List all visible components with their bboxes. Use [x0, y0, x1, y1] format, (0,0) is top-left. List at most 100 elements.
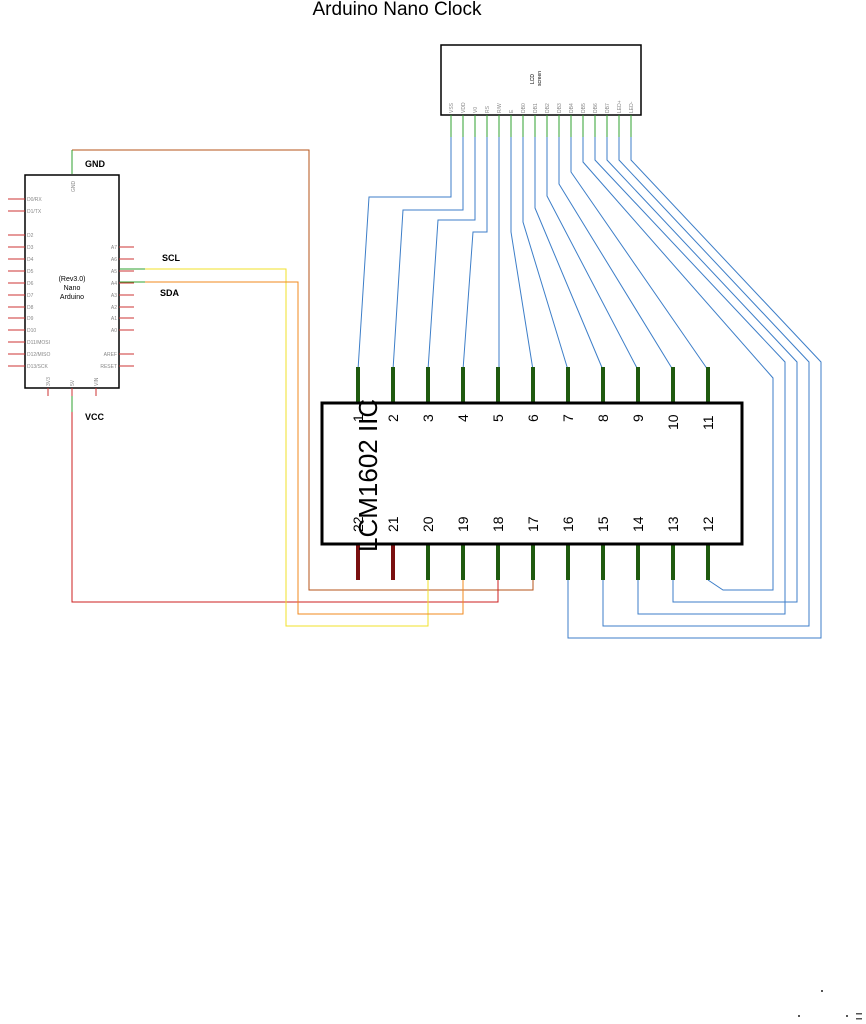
arduino-pin-label: A7 [111, 245, 117, 251]
chip-pin-number: 20 [420, 516, 436, 532]
chip-bottom-leads [356, 544, 710, 580]
arduino-pin-label: D5 [27, 269, 34, 275]
lcd-body [440, 44, 642, 116]
arduino-pin-label: D3 [27, 245, 34, 251]
chip-pin-number: 14 [630, 516, 646, 532]
gnd-net-label: GND [85, 159, 106, 169]
chip-pin-number: 8 [595, 414, 611, 422]
chip-pin-number: 7 [560, 414, 576, 422]
lcd-pin-label: DB5 [581, 103, 587, 113]
chip-name: LCM1602 IIC [353, 399, 383, 552]
stray-mark [846, 1015, 848, 1017]
arduino-pin-label: 5V [70, 379, 76, 386]
lcd-pin-label: LED+ [617, 100, 623, 113]
lcd-pin-label: LED- [629, 101, 635, 113]
lcd-pin-label: VSS [449, 102, 455, 113]
signal-wire [558, 137, 674, 371]
lcd-pin-label: V0 [473, 107, 479, 113]
chip-pin-number: 13 [665, 516, 681, 532]
chip-pin-number: 10 [665, 414, 681, 430]
vcc-net-label: VCC [85, 412, 105, 422]
chip-pin-number: 19 [455, 516, 471, 532]
arduino-pin-label: A1 [111, 316, 117, 322]
arduino-pin-label: D9 [27, 316, 34, 322]
signal-wire [602, 137, 810, 627]
arduino-pin-label: A5 [111, 269, 117, 275]
sda-wire [120, 281, 464, 615]
signal-wire [546, 137, 639, 371]
lcd-pin-label: DB3 [557, 103, 563, 113]
chip-pin-number: 4 [455, 414, 471, 422]
arduino-pin-label: RESET [100, 364, 117, 370]
chip-pin-number: 3 [420, 414, 436, 422]
signal-wire [606, 137, 798, 603]
arduino-pin-label: D8 [27, 305, 34, 311]
vcc-wire [71, 412, 499, 603]
lcd-pin-label: DB4 [569, 103, 575, 113]
signal-wire [570, 137, 709, 371]
chip-pin-number: 18 [490, 516, 506, 532]
lcd-pin-label: DB0 [521, 103, 527, 113]
arduino-pin-label: D11/MOSI [27, 340, 50, 346]
chip-body [320, 401, 744, 546]
scl-net-label: SCL [162, 253, 181, 263]
arduino-pin-label: A0 [111, 328, 117, 334]
stray-mark [856, 1018, 862, 1020]
signal-wire [534, 137, 604, 371]
arduino-label-line: Nano [64, 285, 81, 292]
arduino-pin-label: D10 [27, 328, 36, 334]
lcd-pin-label: DB2 [545, 103, 551, 113]
signal-wire [567, 137, 822, 639]
gnd-wire [72, 149, 534, 591]
arduino-nano: GND (Rev3.0) Nano Arduino D0/RXD1/TXD2D3… [8, 174, 134, 396]
chip-pin-number: 21 [385, 516, 401, 532]
lcd-pin-label: DB1 [533, 103, 539, 113]
arduino-gnd-pin-label: GND [71, 181, 77, 193]
chip-top-leads [356, 367, 710, 403]
signal-wire [392, 137, 464, 371]
signal-wire [427, 137, 476, 371]
chip-pin-number: 11 [700, 415, 716, 430]
arduino-pin-label: D7 [27, 293, 34, 299]
signal-wire [582, 137, 774, 591]
arduino-pin-label: D12/MISO [27, 352, 50, 358]
lcd-title-line: screen [537, 71, 543, 86]
chip-pin-number: 15 [595, 516, 611, 532]
stray-marks [798, 990, 862, 1020]
lcd-pin-label: DB7 [605, 103, 611, 113]
diagram-title: Arduino Nano Clock [313, 0, 482, 20]
lcd-pin-label: VDD [461, 102, 467, 113]
arduino-label-line: (Rev3.0) [59, 276, 86, 283]
chip-pin-number: 12 [700, 516, 716, 532]
signal-wire [462, 137, 488, 371]
arduino-body [24, 174, 120, 389]
chip-pin-number: 22 [350, 516, 366, 532]
lcd-pin-label: R/W [497, 103, 503, 113]
lcd-pin-label: RS [485, 105, 491, 113]
lcd-signal-wires [357, 137, 822, 639]
arduino-pin-label: D6 [27, 281, 34, 287]
lcd-pin-label: DB6 [593, 103, 599, 113]
stray-mark [856, 1013, 862, 1015]
chip-pin-number: 17 [525, 516, 541, 532]
sda-net-label: SDA [160, 288, 180, 298]
arduino-pin-label: D2 [27, 233, 34, 239]
arduino-pin-label: 3V3 [46, 377, 52, 386]
signal-wire [510, 137, 534, 371]
chip-pin-number: 9 [630, 414, 646, 422]
arduino-pin-label: D1/TX [27, 209, 42, 215]
chip-pin-number: 5 [490, 414, 506, 422]
chip-pin-number: 1 [350, 414, 366, 422]
arduino-label-line: Arduino [60, 294, 84, 301]
arduino-pin-label: AREF [104, 352, 117, 358]
scl-wire [120, 268, 429, 627]
arduino-left-pins: D0/RXD1/TXD2D3D4D5D6D7D8D9D10D11/MOSID12… [8, 197, 50, 370]
